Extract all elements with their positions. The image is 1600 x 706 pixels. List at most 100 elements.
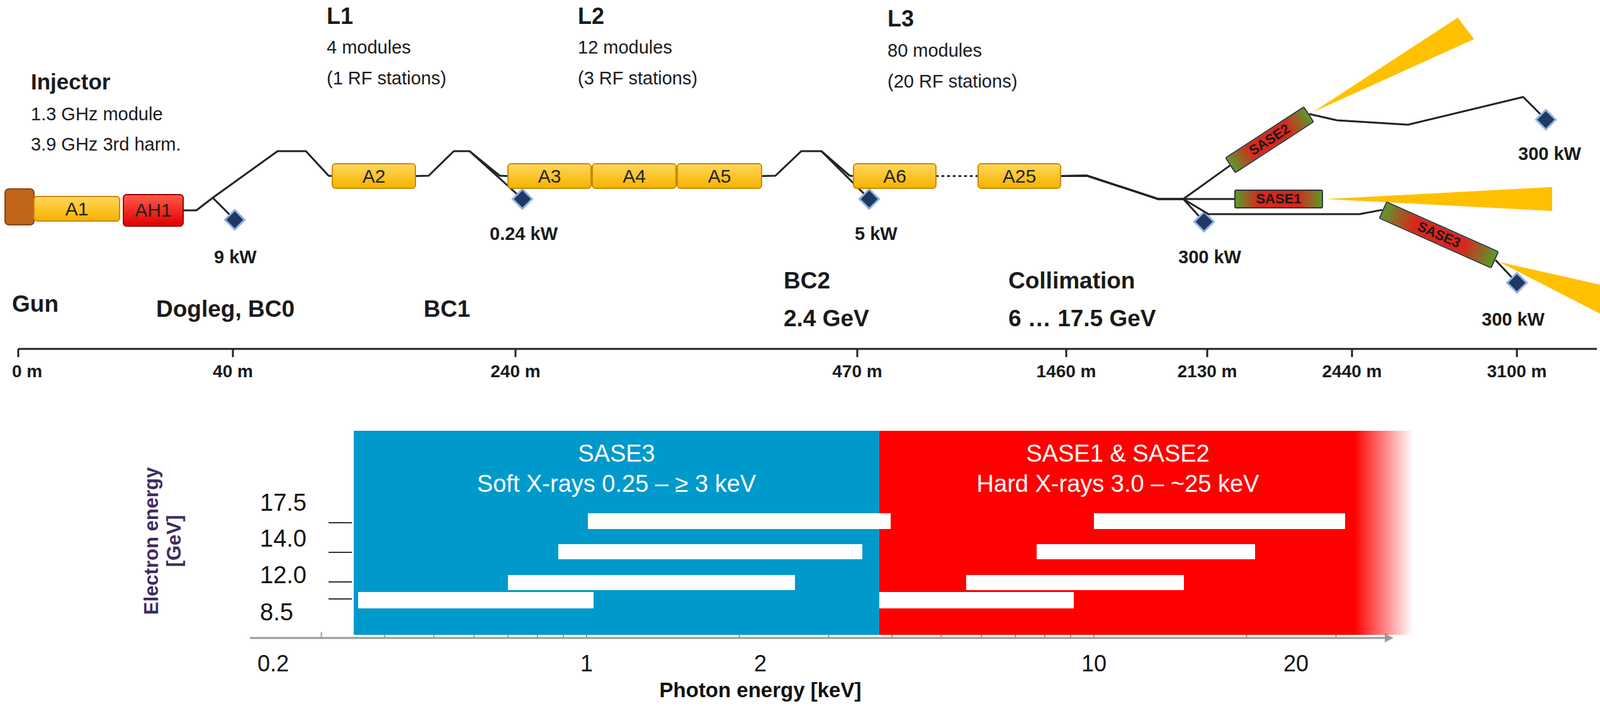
cryo-module: A5: [676, 163, 763, 189]
node-text: Hard X-rays 3.0 – ~25 keV: [879, 469, 1357, 498]
label: 470 m: [832, 361, 882, 382]
label: 300 kW: [1518, 143, 1582, 165]
range-bar: [558, 543, 863, 559]
cryo-module: A3: [507, 163, 592, 189]
energy-ticks: [328, 522, 352, 599]
label: 0.2: [257, 650, 289, 677]
undulator: SASE2: [1224, 106, 1315, 174]
label: 6 … 17.5 GeV: [1008, 305, 1156, 333]
label: 2: [754, 650, 767, 677]
label: Photon energy [keV]: [659, 677, 862, 702]
beam-dump: [1535, 109, 1556, 130]
minor-tick: [321, 631, 323, 638]
y-tick: [328, 597, 352, 600]
range-bar: [507, 574, 795, 590]
beam-dump: [512, 188, 532, 209]
photon-beam: [1312, 17, 1475, 113]
axis-tick: [17, 348, 20, 357]
y-tick: [328, 580, 352, 583]
label: 2440 m: [1322, 361, 1383, 382]
label: 5 kW: [854, 223, 898, 245]
label: 12 modules: [577, 37, 673, 58]
beamline: [183, 151, 332, 211]
label: 12.0: [259, 561, 307, 590]
label: 3.9 GHz 3rd harm.: [30, 134, 182, 155]
label: 0.24 kW: [489, 223, 558, 245]
node-text: SASE1: [1255, 190, 1302, 208]
label: 17.5: [259, 489, 307, 517]
label: BC2: [783, 267, 831, 295]
node-text: A6: [883, 165, 907, 187]
label: 10: [1081, 650, 1107, 677]
cryo-module: A4: [591, 163, 677, 189]
dump-lines: [212, 96, 1546, 283]
beam-dump: [859, 188, 879, 209]
range-bar: [358, 591, 594, 609]
range-bar: [879, 591, 1074, 609]
beam-dumps: [224, 109, 1556, 293]
label: Collimation: [1008, 267, 1135, 295]
label: (1 RF stations): [326, 67, 447, 89]
node-text: AH1: [134, 199, 172, 221]
label: 300 kW: [1481, 309, 1545, 330]
node-text: A4: [622, 165, 646, 187]
label: 300 kW: [1178, 246, 1242, 268]
cryo-module: A1: [33, 195, 121, 222]
node-text: A3: [538, 165, 562, 187]
label: 0 m: [11, 361, 43, 382]
node-text: SASE2: [1246, 120, 1294, 159]
length-axis: [18, 348, 1597, 357]
label: L1: [326, 3, 354, 29]
label: (20 RF stations): [887, 71, 1018, 92]
node-text: A5: [708, 165, 732, 187]
label: 3100 m: [1487, 361, 1548, 382]
range-bar: [1093, 512, 1346, 529]
beamline: [762, 151, 853, 177]
beam-dump: [224, 209, 245, 230]
cryo-module: A6: [852, 163, 937, 189]
beamline: [1061, 175, 1383, 215]
label: Gun: [11, 290, 59, 318]
axis-tick: [1516, 348, 1519, 357]
label: BC1: [423, 295, 471, 323]
axis-tick: [856, 348, 859, 357]
beamline: [936, 174, 978, 177]
label: 4 modules: [326, 37, 412, 58]
y-tick: [328, 551, 352, 553]
label: (3 RF stations): [577, 67, 698, 89]
cryo-module: A2: [331, 163, 417, 189]
range-bar: [587, 512, 891, 529]
label: L2: [577, 3, 605, 29]
label: Injector: [30, 69, 111, 95]
label: 14.0: [259, 524, 307, 553]
axis-line: [18, 348, 1597, 350]
label: 40 m: [212, 361, 254, 382]
range-bar: [1036, 543, 1256, 559]
axis-tick: [1206, 348, 1209, 357]
range-bar: [966, 574, 1184, 590]
beamline: [416, 151, 508, 177]
y-tick: [328, 521, 352, 524]
label: 2.4 GeV: [783, 305, 870, 333]
axis-tick: [514, 348, 517, 357]
label: 20: [1283, 650, 1309, 677]
label: Electron energy [GeV]: [140, 465, 186, 617]
node-text: SASE3: [1414, 217, 1463, 252]
node-text: SASE3: [353, 439, 880, 468]
photon-beam: [1499, 261, 1600, 314]
label: 9 kW: [214, 246, 257, 268]
axis-tick: [1065, 348, 1068, 357]
axis-tick: [232, 348, 235, 357]
node-text: SASE1 & SASE2: [879, 439, 1357, 468]
label: 1.3 GHz module: [30, 103, 164, 125]
x-axis-line: [249, 636, 1386, 639]
node-text: A1: [65, 198, 89, 220]
harmonic-module: AH1: [122, 193, 184, 227]
label: 1460 m: [1036, 361, 1097, 382]
label: 2130 m: [1177, 361, 1238, 382]
cryo-module: A25: [977, 163, 1062, 189]
axis-tick: [1351, 348, 1354, 357]
graphic: [358, 512, 1346, 609]
node-text: Soft X-rays 0.25 – ≥ 3 keV: [353, 469, 880, 498]
node-text: A25: [1002, 165, 1037, 187]
